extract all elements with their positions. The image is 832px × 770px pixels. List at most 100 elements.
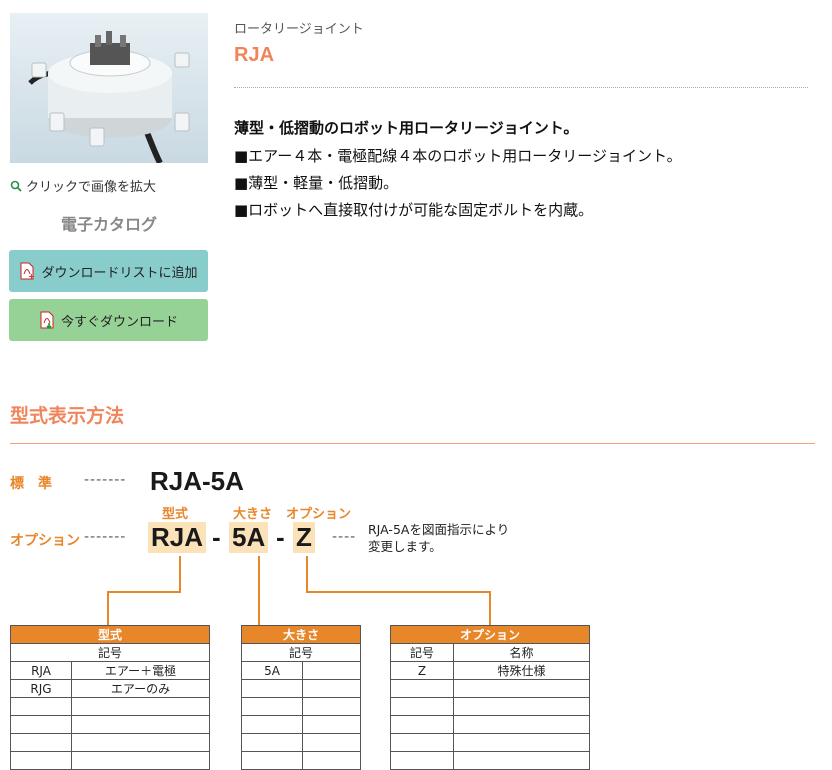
table-cell xyxy=(241,715,303,734)
zoom-link[interactable]: クリックで画像を拡大 xyxy=(10,176,156,195)
table-cell xyxy=(302,661,361,680)
option-table-header: 名称 xyxy=(453,643,590,662)
option-part-label: オプション xyxy=(286,507,352,522)
model-table-title: 型式 xyxy=(10,625,210,644)
table-cell: Z xyxy=(390,661,454,680)
option-table-header: 記号 xyxy=(390,643,454,662)
table-row xyxy=(390,715,590,734)
option-label: オプション xyxy=(10,533,80,549)
table-cell xyxy=(453,679,590,698)
table-cell xyxy=(390,733,454,752)
table-cell xyxy=(453,733,590,752)
size-code: 5A xyxy=(229,522,269,553)
table-row xyxy=(390,679,590,698)
product-image[interactable] xyxy=(10,13,208,163)
table-cell xyxy=(241,751,303,770)
pdf-download-icon xyxy=(40,311,54,329)
table-cell xyxy=(302,697,361,716)
table-row xyxy=(10,697,210,716)
table-cell: RJA xyxy=(10,661,72,680)
table-cell xyxy=(390,679,454,698)
size-table-title: 大きさ xyxy=(241,625,361,644)
table-row xyxy=(390,751,590,770)
divider xyxy=(234,87,808,88)
download-now-label: 今すぐダウンロード xyxy=(60,314,178,330)
note-line: 変更します。 xyxy=(368,539,442,554)
table-cell xyxy=(241,697,303,716)
zoom-text: クリックで画像を拡大 xyxy=(26,180,157,195)
table-cell xyxy=(71,697,210,716)
table-cell xyxy=(10,733,72,752)
table-cell xyxy=(390,751,454,770)
table-row xyxy=(390,697,590,716)
separator: - xyxy=(212,522,221,552)
table-cell xyxy=(302,715,361,734)
table-cell xyxy=(71,715,210,734)
table-cell xyxy=(71,751,210,770)
dash-line: ------- xyxy=(84,472,127,488)
table-cell xyxy=(390,697,454,716)
table-row xyxy=(241,715,361,734)
table-cell xyxy=(10,715,72,734)
table-cell xyxy=(453,751,590,770)
table-row: 5A xyxy=(241,661,361,680)
size-part-label: 大きさ xyxy=(233,507,273,522)
table-row xyxy=(10,751,210,770)
table-cell xyxy=(241,733,303,752)
table-cell: エアー＋電極 xyxy=(71,661,210,680)
feature-item: ■ロボットへ直接取付けが可能な固定ボルトを内蔵。 xyxy=(234,201,594,219)
table-cell xyxy=(241,679,303,698)
note-line: RJA-5Aを図面指示により xyxy=(368,522,510,537)
add-download-list-label: ダウンロードリストに追加 xyxy=(41,265,198,281)
table-cell: 5A xyxy=(241,661,303,680)
section-divider xyxy=(10,443,815,444)
svg-text:+: + xyxy=(28,272,35,280)
dash-line: ------- xyxy=(84,529,127,545)
table-cell xyxy=(302,679,361,698)
pdf-add-icon: + xyxy=(20,262,35,280)
model-table-header: 記号 xyxy=(10,643,210,662)
feature-item: ■エアー４本・電極配線４本のロボット用ロータリージョイント。 xyxy=(234,147,682,165)
add-download-list-button[interactable]: + ダウンロードリストに追加 xyxy=(9,250,208,292)
table-cell xyxy=(10,751,72,770)
size-table-header: 記号 xyxy=(241,643,361,662)
section-title: 型式表示方法 xyxy=(10,405,125,427)
separator: - xyxy=(276,522,285,552)
table-cell xyxy=(71,733,210,752)
table-row xyxy=(10,715,210,734)
feature-item: ■薄型・軽量・低摺動。 xyxy=(234,174,399,192)
product-category: ロータリージョイント xyxy=(234,22,364,37)
table-row xyxy=(241,751,361,770)
model-part-label: 型式 xyxy=(162,507,189,522)
table-cell xyxy=(302,733,361,752)
table-row xyxy=(241,697,361,716)
catalog-title: 電子カタログ xyxy=(60,215,157,234)
table-row xyxy=(10,733,210,752)
option-code: Z xyxy=(293,522,315,553)
table-row xyxy=(390,733,590,752)
model-code: RJA xyxy=(148,522,207,553)
dash-line: ---- xyxy=(332,529,357,545)
standard-code: RJA-5A xyxy=(150,466,244,496)
table-row xyxy=(241,733,361,752)
table-cell xyxy=(453,697,590,716)
table-cell: エアーのみ xyxy=(71,679,210,698)
magnifier-icon xyxy=(10,180,22,192)
table-cell xyxy=(453,715,590,734)
table-cell: 特殊仕様 xyxy=(453,661,590,680)
standard-label: 標 準 xyxy=(10,476,52,492)
download-now-button[interactable]: 今すぐダウンロード xyxy=(9,299,208,341)
table-row xyxy=(241,679,361,698)
option-note: RJA-5Aを図面指示により 変更します。 xyxy=(368,521,509,555)
table-cell xyxy=(390,715,454,734)
table-cell: RJG xyxy=(10,679,72,698)
table-cell xyxy=(10,697,72,716)
table-cell xyxy=(302,751,361,770)
option-table-title: オプション xyxy=(390,625,590,644)
product-lead: 薄型・低摺動のロボット用ロータリージョイント。 xyxy=(234,119,579,137)
